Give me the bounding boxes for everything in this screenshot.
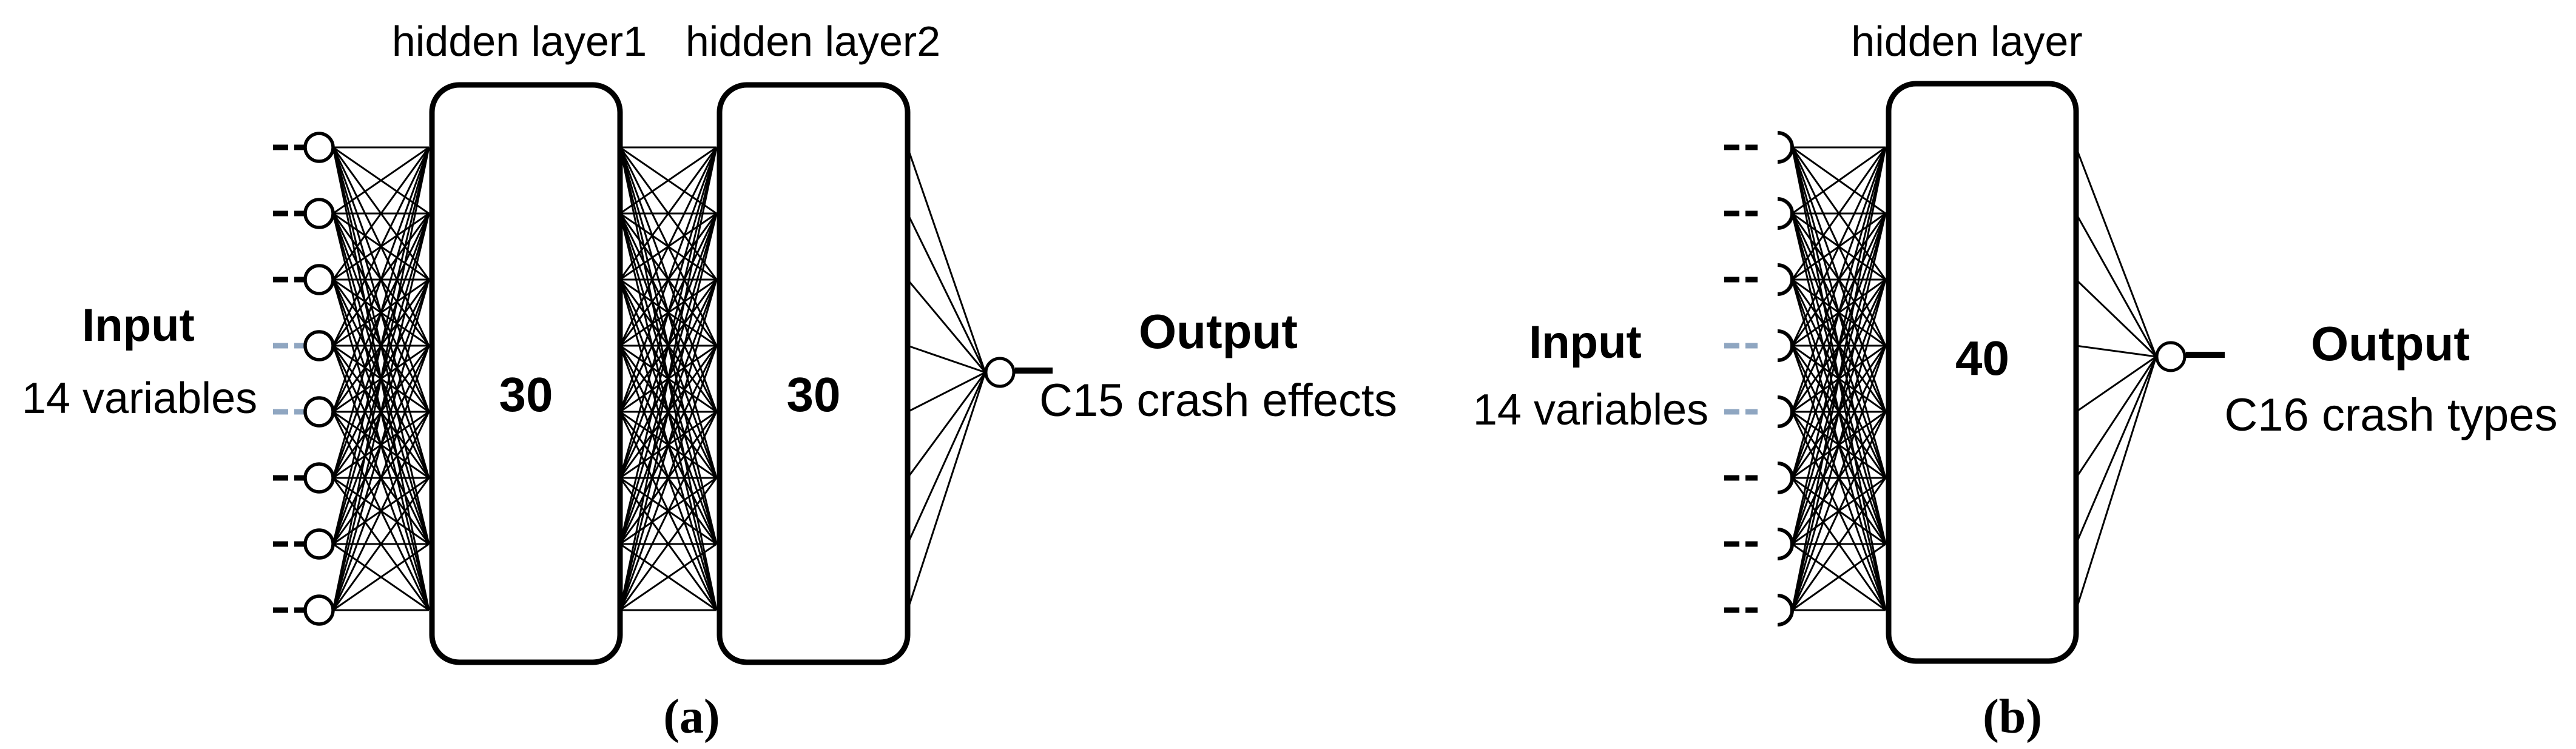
connection-line [332,477,430,611]
connection-line [619,411,718,611]
output-connection-line [906,147,986,373]
connection-line [1791,279,1887,611]
output-connection-line [906,372,986,611]
output-title: Output [1139,304,1298,358]
output-connection-line [2075,355,2157,413]
output-node [2155,341,2187,372]
panel-caption: (b) [1983,690,2042,744]
hidden-layer-size-label: 40 [1955,331,2009,385]
output-subtitle: C15 crash effects [1039,375,1397,426]
hidden-layer-label: hidden layer [1851,18,2082,65]
connection-line [619,279,718,611]
hidden-layer-box [716,82,911,665]
output-connection-line [2075,356,2157,611]
connection-line [1791,147,1887,545]
input-node [303,264,335,295]
connection-line [332,147,430,412]
connection-line [619,543,717,611]
connection-line [619,147,718,545]
output-connection-line [2075,213,2157,357]
panel-caption: (a) [663,690,720,744]
input-title: Input [1529,317,1642,368]
connection-line [619,146,717,215]
input-node [1777,528,1794,560]
hidden-layer-box [429,82,623,665]
input-node [1777,329,1794,362]
input-node [1777,462,1794,494]
hidden-layer-size-label: 30 [499,368,553,422]
connection-line [619,147,718,280]
output-connection-line [2075,356,2157,479]
connection-line [332,147,430,280]
connection-line [619,147,718,346]
input-node [303,198,335,229]
output-connection-line [2075,278,2157,358]
input-node [303,330,335,361]
input-node [303,396,335,428]
input-node [303,594,335,626]
output-connection-line [906,213,986,373]
connection-line [332,543,430,611]
connection-line [332,147,430,346]
hidden-layer-size-label: 30 [787,368,841,422]
connection-line [332,147,430,545]
input-subtitle: 14 variables [1473,386,1708,434]
output-node [984,357,1016,388]
connection-line [619,345,718,611]
output-connection-line [907,344,986,374]
output-connection-line [2075,356,2157,545]
connection-line [1791,147,1887,479]
output-connection-line [2075,344,2157,358]
connection-line [332,213,430,611]
output-connection-line [907,371,986,413]
connection-line [332,411,430,611]
output-connection-line [906,372,986,479]
connection-line [1791,147,1887,412]
input-node [303,462,335,494]
diagram-a-network: 30 30 [273,82,1053,665]
connection-line [1791,213,1887,611]
input-title: Input [82,300,195,351]
connection-line [1791,345,1887,611]
connection-line [332,147,430,479]
connection-line [332,279,430,611]
input-node [1777,131,1794,164]
connection-line [1792,146,1886,215]
output-title: Output [2311,317,2470,371]
diagram-b-network: 40 [1724,81,2225,664]
output-connection-line [2075,147,2157,357]
hidden-layer2-label: hidden layer2 [686,18,940,65]
input-node [1777,263,1794,296]
output-connection-line [906,279,986,373]
connection-line [619,213,718,611]
output-subtitle: C16 crash types [2224,389,2557,441]
connection-line [1792,543,1886,611]
output-connection-line [906,372,986,545]
connection-line [1791,147,1887,611]
input-node [1777,395,1794,428]
connection-line [619,147,718,412]
connection-line [1791,477,1887,611]
connection-line [1791,411,1887,611]
input-subtitle: 14 variables [22,374,257,423]
diagram-b: 40 hidden layer Input 14 variables Outpu… [1473,18,2558,744]
connection-line [332,146,430,215]
connection-line [619,147,718,479]
connection-line [1791,147,1887,346]
input-node [1777,197,1794,230]
hidden-layer-box [1886,81,2079,664]
hidden-layer1-label: hidden layer1 [392,18,647,65]
connection-line [619,477,718,611]
connection-line [619,147,718,611]
connection-line [1791,147,1887,280]
input-node [303,528,335,560]
connection-line [332,345,430,611]
input-node [1777,594,1794,626]
diagram-a: 30 30 hidden layer1 hidden layer2 Input 1… [22,18,1397,744]
input-node [303,132,335,163]
connection-line [332,147,430,611]
